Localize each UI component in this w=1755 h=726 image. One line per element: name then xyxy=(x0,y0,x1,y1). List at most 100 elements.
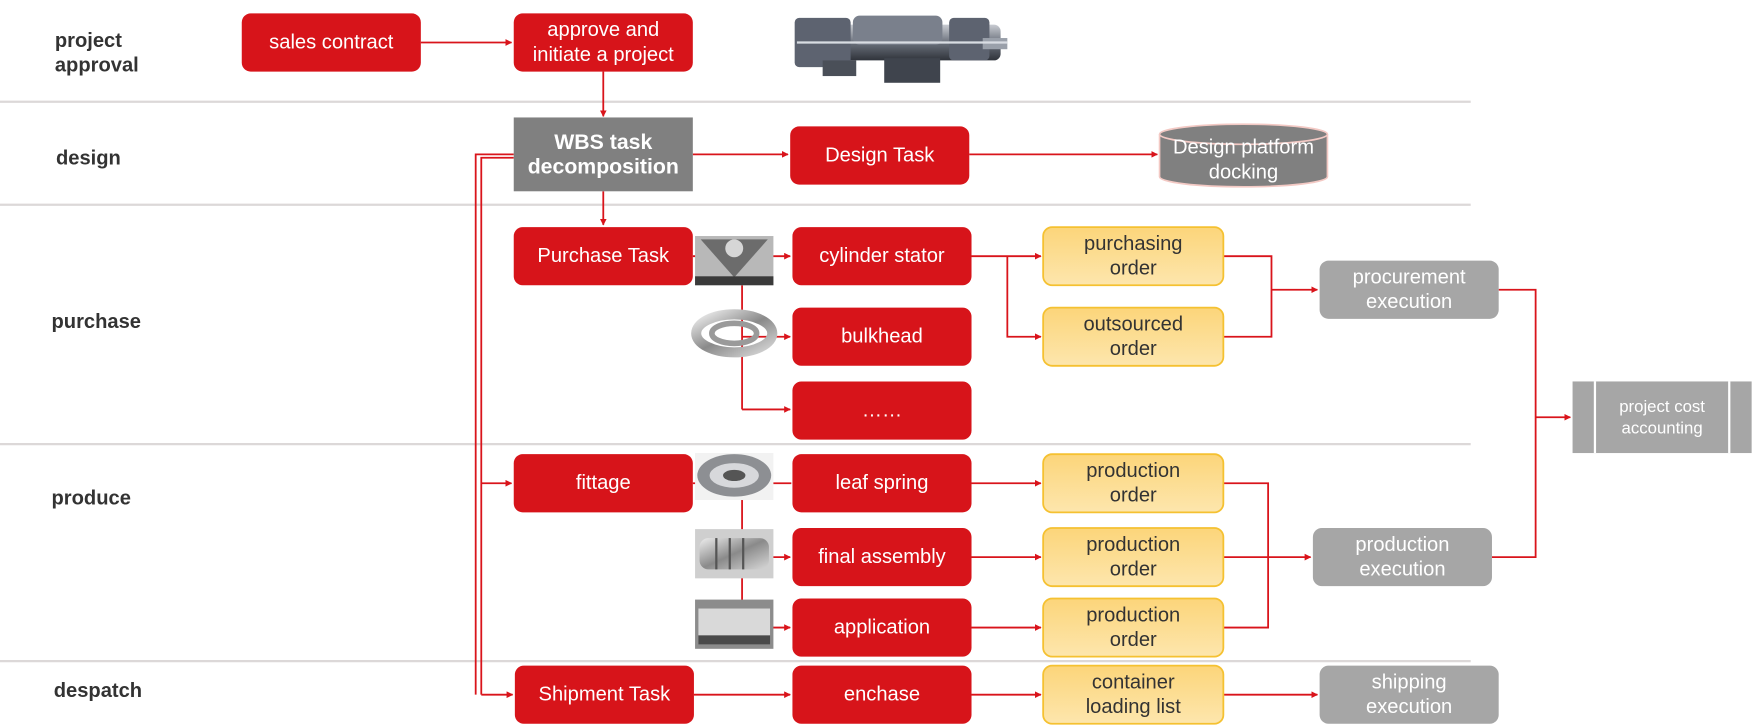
node-purchase-task[interactable]: Purchase Task xyxy=(513,227,693,286)
lane-label-produce: produce xyxy=(51,488,130,510)
node-label: project cost xyxy=(1619,397,1705,416)
task-box xyxy=(513,227,693,286)
node-label: production xyxy=(1086,460,1180,482)
node-sales-contract[interactable]: sales contract xyxy=(241,13,421,72)
node-application[interactable]: application xyxy=(792,598,972,657)
node-label: leaf spring xyxy=(836,472,929,494)
node-label: final assembly xyxy=(818,546,946,568)
task-box xyxy=(514,665,694,724)
node-label: outsourced xyxy=(1083,313,1183,335)
node-label: purchasing xyxy=(1084,233,1182,255)
lane-separators xyxy=(0,100,1471,663)
node-label: production xyxy=(1355,534,1449,556)
node-label: initiate a project xyxy=(533,44,674,66)
node-label: order xyxy=(1110,558,1157,580)
node-label: order xyxy=(1110,629,1157,651)
task-box xyxy=(792,598,972,657)
node-label: accounting xyxy=(1622,418,1703,437)
lane-label-design: design xyxy=(56,147,121,169)
node-final-assembly[interactable]: final assembly xyxy=(792,528,972,587)
execution-box xyxy=(1319,665,1499,724)
node-label: Design platform xyxy=(1173,137,1314,159)
lane-labels: project approval design purchase produce… xyxy=(51,30,142,702)
node-label: container xyxy=(1092,671,1175,693)
node-label: application xyxy=(834,617,930,639)
node-label: Shipment Task xyxy=(539,684,672,706)
task-box xyxy=(241,13,421,72)
execution-box xyxy=(1319,260,1499,319)
node-label: fittage xyxy=(576,472,631,494)
node-shipping-execution[interactable]: shipping execution xyxy=(1319,665,1499,724)
wbs-box xyxy=(513,117,693,192)
node-label: procurement xyxy=(1353,266,1466,288)
lane-label-project-approval-line1: project xyxy=(55,30,122,52)
node-label: order xyxy=(1110,485,1157,507)
node-fittage[interactable]: fittage xyxy=(513,454,693,513)
rotor-assembly-image xyxy=(695,529,774,579)
cylinder-stator-image xyxy=(695,236,774,286)
task-box xyxy=(792,665,972,724)
node-leaf-spring[interactable]: leaf spring xyxy=(792,454,972,513)
execution-box xyxy=(1312,528,1492,587)
node-label: shipping xyxy=(1372,671,1447,693)
task-box xyxy=(792,227,972,286)
order-box xyxy=(1042,306,1225,367)
node-label: Purchase Task xyxy=(537,245,670,267)
task-box xyxy=(792,307,972,366)
task-box xyxy=(792,528,972,587)
edge-executions-to-cost xyxy=(1491,288,1537,558)
task-box xyxy=(513,13,693,72)
lane-label-despatch: despatch xyxy=(54,680,142,702)
node-label: bulkhead xyxy=(841,326,923,348)
blade-wheel-image xyxy=(695,453,774,501)
lane-label-purchase: purchase xyxy=(51,311,141,333)
node-label: loading list xyxy=(1086,696,1182,718)
node-bulkhead[interactable]: bulkhead xyxy=(792,307,972,366)
node-label: execution xyxy=(1359,558,1445,580)
node-label: production xyxy=(1086,604,1180,626)
installed-unit-image xyxy=(695,599,774,649)
task-box xyxy=(792,381,972,440)
pictures xyxy=(691,15,1008,649)
task-box xyxy=(790,126,970,185)
node-label: execution xyxy=(1366,291,1452,313)
node-project-cost[interactable]: project cost accounting xyxy=(1572,381,1752,454)
node-cylinder-stator[interactable]: cylinder stator xyxy=(792,227,972,286)
task-box xyxy=(792,454,972,513)
node-label: WBS task xyxy=(554,130,652,154)
subprocess-box xyxy=(1572,381,1752,454)
node-container-loading[interactable]: container loading list xyxy=(1042,664,1225,725)
bus-left-outer xyxy=(474,153,514,695)
node-procurement-execution[interactable]: procurement execution xyxy=(1319,260,1499,319)
database-body xyxy=(1158,134,1329,188)
edge-production-orders-merge xyxy=(1223,482,1270,629)
node-label: order xyxy=(1110,257,1157,279)
node-label: sales contract xyxy=(269,32,394,54)
node-label: cylinder stator xyxy=(819,245,945,267)
database-top xyxy=(1158,123,1329,146)
edge-orders-merge xyxy=(1223,255,1273,338)
order-box xyxy=(1042,527,1225,588)
bulkhead-ring-image xyxy=(691,309,778,358)
node-design-task[interactable]: Design Task xyxy=(790,126,970,185)
node-label: Design Task xyxy=(825,144,935,166)
order-box xyxy=(1042,453,1225,514)
node-production-order-3[interactable]: production order xyxy=(1042,597,1225,658)
node-enchase[interactable]: enchase xyxy=(792,665,972,724)
task-box xyxy=(513,454,693,513)
node-production-order-1[interactable]: production order xyxy=(1042,453,1225,514)
node-shipment-task[interactable]: Shipment Task xyxy=(514,665,694,724)
node-label: execution xyxy=(1366,696,1452,718)
node-label: …… xyxy=(862,400,902,422)
node-more-items[interactable]: …… xyxy=(792,381,972,440)
node-label: enchase xyxy=(844,684,920,706)
